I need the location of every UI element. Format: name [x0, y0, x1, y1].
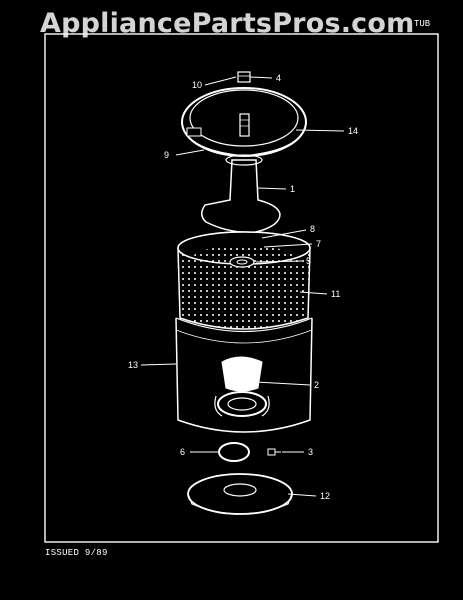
part-spin-basket: [177, 231, 311, 330]
callout-4: 4: [276, 73, 281, 83]
callout-8: 8: [310, 224, 315, 234]
part-outer-tub: [175, 317, 313, 433]
callout-9: 9: [164, 150, 169, 160]
part-spanner-nut: [237, 71, 251, 83]
diagram-frame: [44, 33, 439, 543]
part-screw: [267, 448, 281, 456]
callout-14: 14: [348, 126, 358, 136]
callout-13: 13: [128, 360, 138, 370]
callout-12: 12: [320, 491, 330, 501]
part-agitator: [201, 154, 281, 243]
callout-10: 10: [192, 80, 202, 90]
watermark-logo: AppliancePartsPros.com: [40, 8, 415, 39]
part-tub-boot: [214, 356, 270, 417]
callout-7: 7: [316, 239, 321, 249]
issued-date: ISSUED 9/89: [45, 548, 108, 558]
section-label: TUB: [414, 19, 431, 29]
leader-lines: [140, 76, 345, 497]
callout-labels: 10 4 14 9 1 8 7 5 11 13 2 6 3 12: [128, 73, 358, 501]
part-base-plate: [187, 473, 293, 515]
callout-11: 11: [331, 289, 340, 299]
callout-5: 5: [306, 256, 311, 266]
callout-3: 3: [308, 447, 313, 457]
part-seal-ring: [218, 442, 250, 462]
callout-1: 1: [290, 184, 295, 194]
callout-2: 2: [314, 380, 319, 390]
callout-6: 6: [180, 447, 185, 457]
part-balance-ring: [181, 87, 307, 157]
